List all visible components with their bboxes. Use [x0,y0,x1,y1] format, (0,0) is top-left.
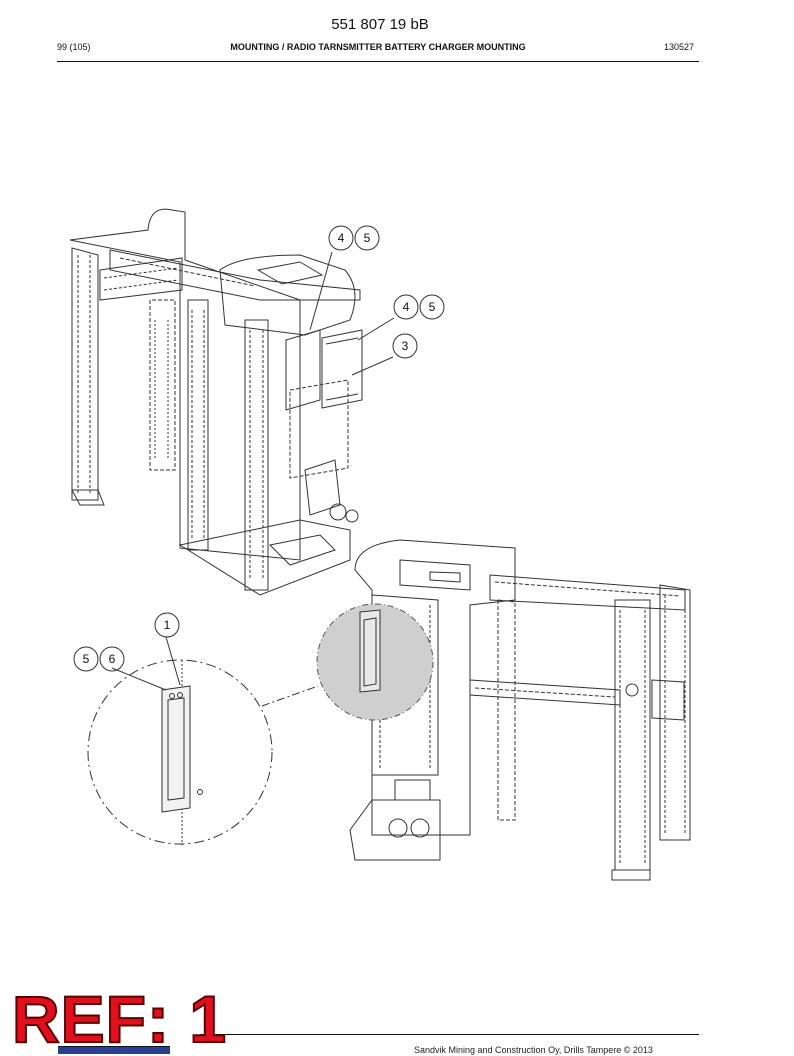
callout-label: 5 [83,652,90,666]
page-title: MOUNTING / RADIO TARNSMITTER BATTERY CHA… [230,42,526,52]
lower-frame-assembly [349,539,691,881]
reference-stamp: REF: 1 [11,982,228,1056]
callout-label: 4 [403,300,410,314]
detail-magnifier [87,603,434,845]
date-code: 130527 [664,42,695,52]
callout-label: 4 [338,231,345,245]
callout-label: 5 [364,231,371,245]
callout-label: 3 [402,339,409,353]
page-counter: 99 (105) [57,42,91,52]
callout-label: 6 [109,652,116,666]
callout-6-detail [99,646,125,672]
header-divider [57,61,699,62]
callout-5-detail [73,646,99,672]
copyright-notice: Sandvik Mining and Construction Oy, Dril… [414,1045,653,1055]
callout-labels: 4 5 4 5 3 1 5 6 [83,231,436,666]
callout-label: 1 [164,618,171,632]
sandvik-logo [58,1046,170,1054]
footer-divider [200,1034,699,1035]
callout-bubbles [73,225,445,672]
callout-5-mid [419,294,445,320]
callout-1 [154,612,180,638]
document-number: 551 807 19 bB [331,16,429,33]
callout-5-top [354,225,380,251]
callout-3 [392,333,418,359]
callout-4-top [328,225,354,251]
upper-frame-assembly [69,208,363,596]
callout-4-mid [393,294,419,320]
leader-lines [111,251,395,691]
callout-label: 5 [429,300,436,314]
